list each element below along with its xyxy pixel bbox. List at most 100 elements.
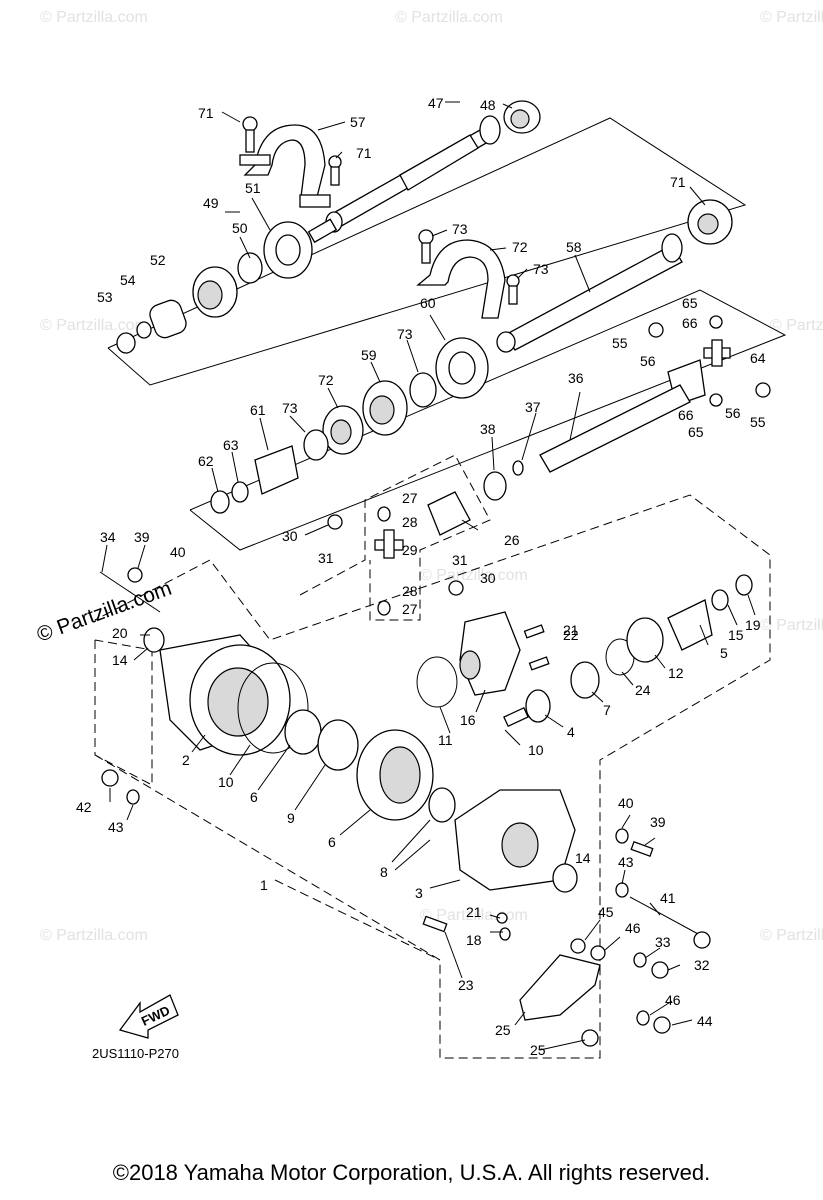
callout-73: 73 bbox=[533, 261, 549, 277]
callout-57: 57 bbox=[350, 114, 366, 130]
drive-shaft-47 bbox=[307, 100, 541, 244]
callout-70: 73 bbox=[397, 326, 413, 342]
diagram-code: 2US1110-P270 bbox=[92, 1046, 179, 1061]
callout-21: 22 bbox=[563, 627, 579, 643]
callout-34: 34 bbox=[100, 529, 116, 545]
panel-outline-upper bbox=[107, 117, 747, 386]
watermark: © Partzilla.com bbox=[420, 567, 528, 584]
fwd-arrow: FWD bbox=[118, 994, 179, 1039]
callout-49: 49 bbox=[203, 195, 219, 211]
bolt-set-right bbox=[422, 828, 711, 1047]
callout-42: 42 bbox=[76, 799, 92, 815]
callout-56: 56 bbox=[725, 405, 741, 421]
callout-27: 27 bbox=[402, 490, 418, 506]
callout-43: 43 bbox=[618, 854, 634, 870]
callout-20: 21 bbox=[466, 904, 482, 920]
callout-48: 48 bbox=[480, 97, 496, 113]
hanger-bracket-57 bbox=[239, 116, 342, 208]
shim-7 bbox=[284, 709, 322, 755]
callout-63: 63 bbox=[223, 437, 239, 453]
callout-1: 1 bbox=[260, 877, 268, 893]
callout-2: 2 bbox=[182, 752, 190, 768]
callout-61: 61 bbox=[250, 402, 266, 418]
callout-22: 23 bbox=[458, 977, 474, 993]
fasteners-left bbox=[99, 567, 161, 805]
callout-51: 51 bbox=[245, 180, 261, 196]
seal-13 bbox=[626, 617, 664, 663]
ring-gear-6 bbox=[356, 729, 434, 821]
differential-case-2 bbox=[143, 627, 291, 756]
callout-16: 16 bbox=[460, 712, 476, 728]
callout-69: 73 bbox=[282, 400, 298, 416]
callout-47: 47 bbox=[428, 95, 444, 111]
copyright-notice: ©2018 Yamaha Motor Corporation, U.S.A. A… bbox=[112, 1160, 711, 1185]
callout-31: 31 bbox=[452, 552, 468, 568]
callout-28: 28 bbox=[402, 583, 418, 599]
callout-31: 31 bbox=[318, 550, 334, 566]
callout-12: 11 bbox=[438, 732, 453, 748]
callout-71: 71 bbox=[198, 105, 214, 121]
pinion-gear-4 bbox=[503, 689, 551, 728]
callout-28: 28 bbox=[402, 514, 418, 530]
watermark-layer: © Partzilla.com © Partzilla.com © Partzi… bbox=[40, 9, 823, 944]
callout-73: 73 bbox=[452, 221, 468, 237]
callout-66: 66 bbox=[678, 407, 694, 423]
callout-8: 7 bbox=[603, 702, 611, 718]
bearing-set-49-54 bbox=[116, 221, 313, 354]
bearing-8-upper bbox=[570, 661, 600, 699]
joint-parts-26-31 bbox=[327, 491, 471, 616]
callout-40: 40 bbox=[170, 544, 186, 560]
callout-13: 12 bbox=[668, 665, 684, 681]
callout-55: 55 bbox=[750, 414, 766, 430]
callout-30: 30 bbox=[480, 570, 496, 586]
callout-40: 40 bbox=[618, 795, 634, 811]
callout-71: 71 bbox=[356, 145, 372, 161]
drive-shaft-58 bbox=[496, 199, 733, 353]
callout-58: 58 bbox=[566, 239, 582, 255]
leader-lines bbox=[101, 101, 756, 1051]
callout-33: 33 bbox=[655, 934, 671, 950]
callout-67: 71 bbox=[670, 174, 686, 190]
callout-52: 52 bbox=[150, 252, 166, 268]
hanger-bracket-72 bbox=[416, 229, 520, 319]
dashed-box-differential bbox=[94, 639, 153, 786]
pinion-housing-16 bbox=[459, 611, 550, 696]
watermark: © Partzilla.com bbox=[760, 617, 823, 634]
gear-case-3 bbox=[454, 789, 578, 893]
callout-44: 44 bbox=[697, 1013, 713, 1029]
watermark: © Partzilla.com bbox=[760, 927, 823, 944]
callout-41: 41 bbox=[660, 890, 676, 906]
callout-56: 56 bbox=[640, 353, 656, 369]
drive-shaft-36 bbox=[483, 384, 691, 501]
bearing-9 bbox=[317, 719, 359, 771]
callout-72: 72 bbox=[512, 239, 528, 255]
callout-21: 21 bbox=[563, 622, 579, 638]
callout-18: 18 bbox=[466, 932, 482, 948]
callout-53: 53 bbox=[97, 289, 113, 305]
callout-66: 66 bbox=[682, 315, 698, 331]
callout-68: 72 bbox=[318, 372, 334, 388]
callout-65: 65 bbox=[682, 295, 698, 311]
callout-25: 25 bbox=[530, 1042, 546, 1058]
callout-36: 36 bbox=[568, 370, 584, 386]
callout-11: 10 bbox=[218, 774, 234, 790]
callout-5: 5 bbox=[720, 645, 728, 661]
callout-23: 24 bbox=[635, 682, 651, 698]
callout-3: 3 bbox=[415, 885, 423, 901]
watermark: © Partzilla.com bbox=[40, 927, 148, 944]
o-ring-11 bbox=[237, 662, 309, 754]
callout-50: 50 bbox=[232, 220, 248, 236]
callout-labels: 71 57 71 47 48 51 49 50 52 54 53 73 72 7… bbox=[34, 95, 766, 1061]
callout-64: 64 bbox=[750, 350, 766, 366]
callout-65: 65 bbox=[688, 424, 704, 440]
callout-27: 27 bbox=[402, 601, 418, 617]
callout-30: 30 bbox=[282, 528, 298, 544]
callout-45: 45 bbox=[598, 904, 614, 920]
watermark: © Partzilla.com bbox=[760, 9, 823, 26]
callout-6: 6 bbox=[328, 834, 336, 850]
callout-26: 26 bbox=[504, 532, 520, 548]
callout-17: 19 bbox=[745, 617, 761, 633]
callout-46: 46 bbox=[665, 992, 681, 1008]
callout-19: 20 bbox=[112, 625, 128, 641]
